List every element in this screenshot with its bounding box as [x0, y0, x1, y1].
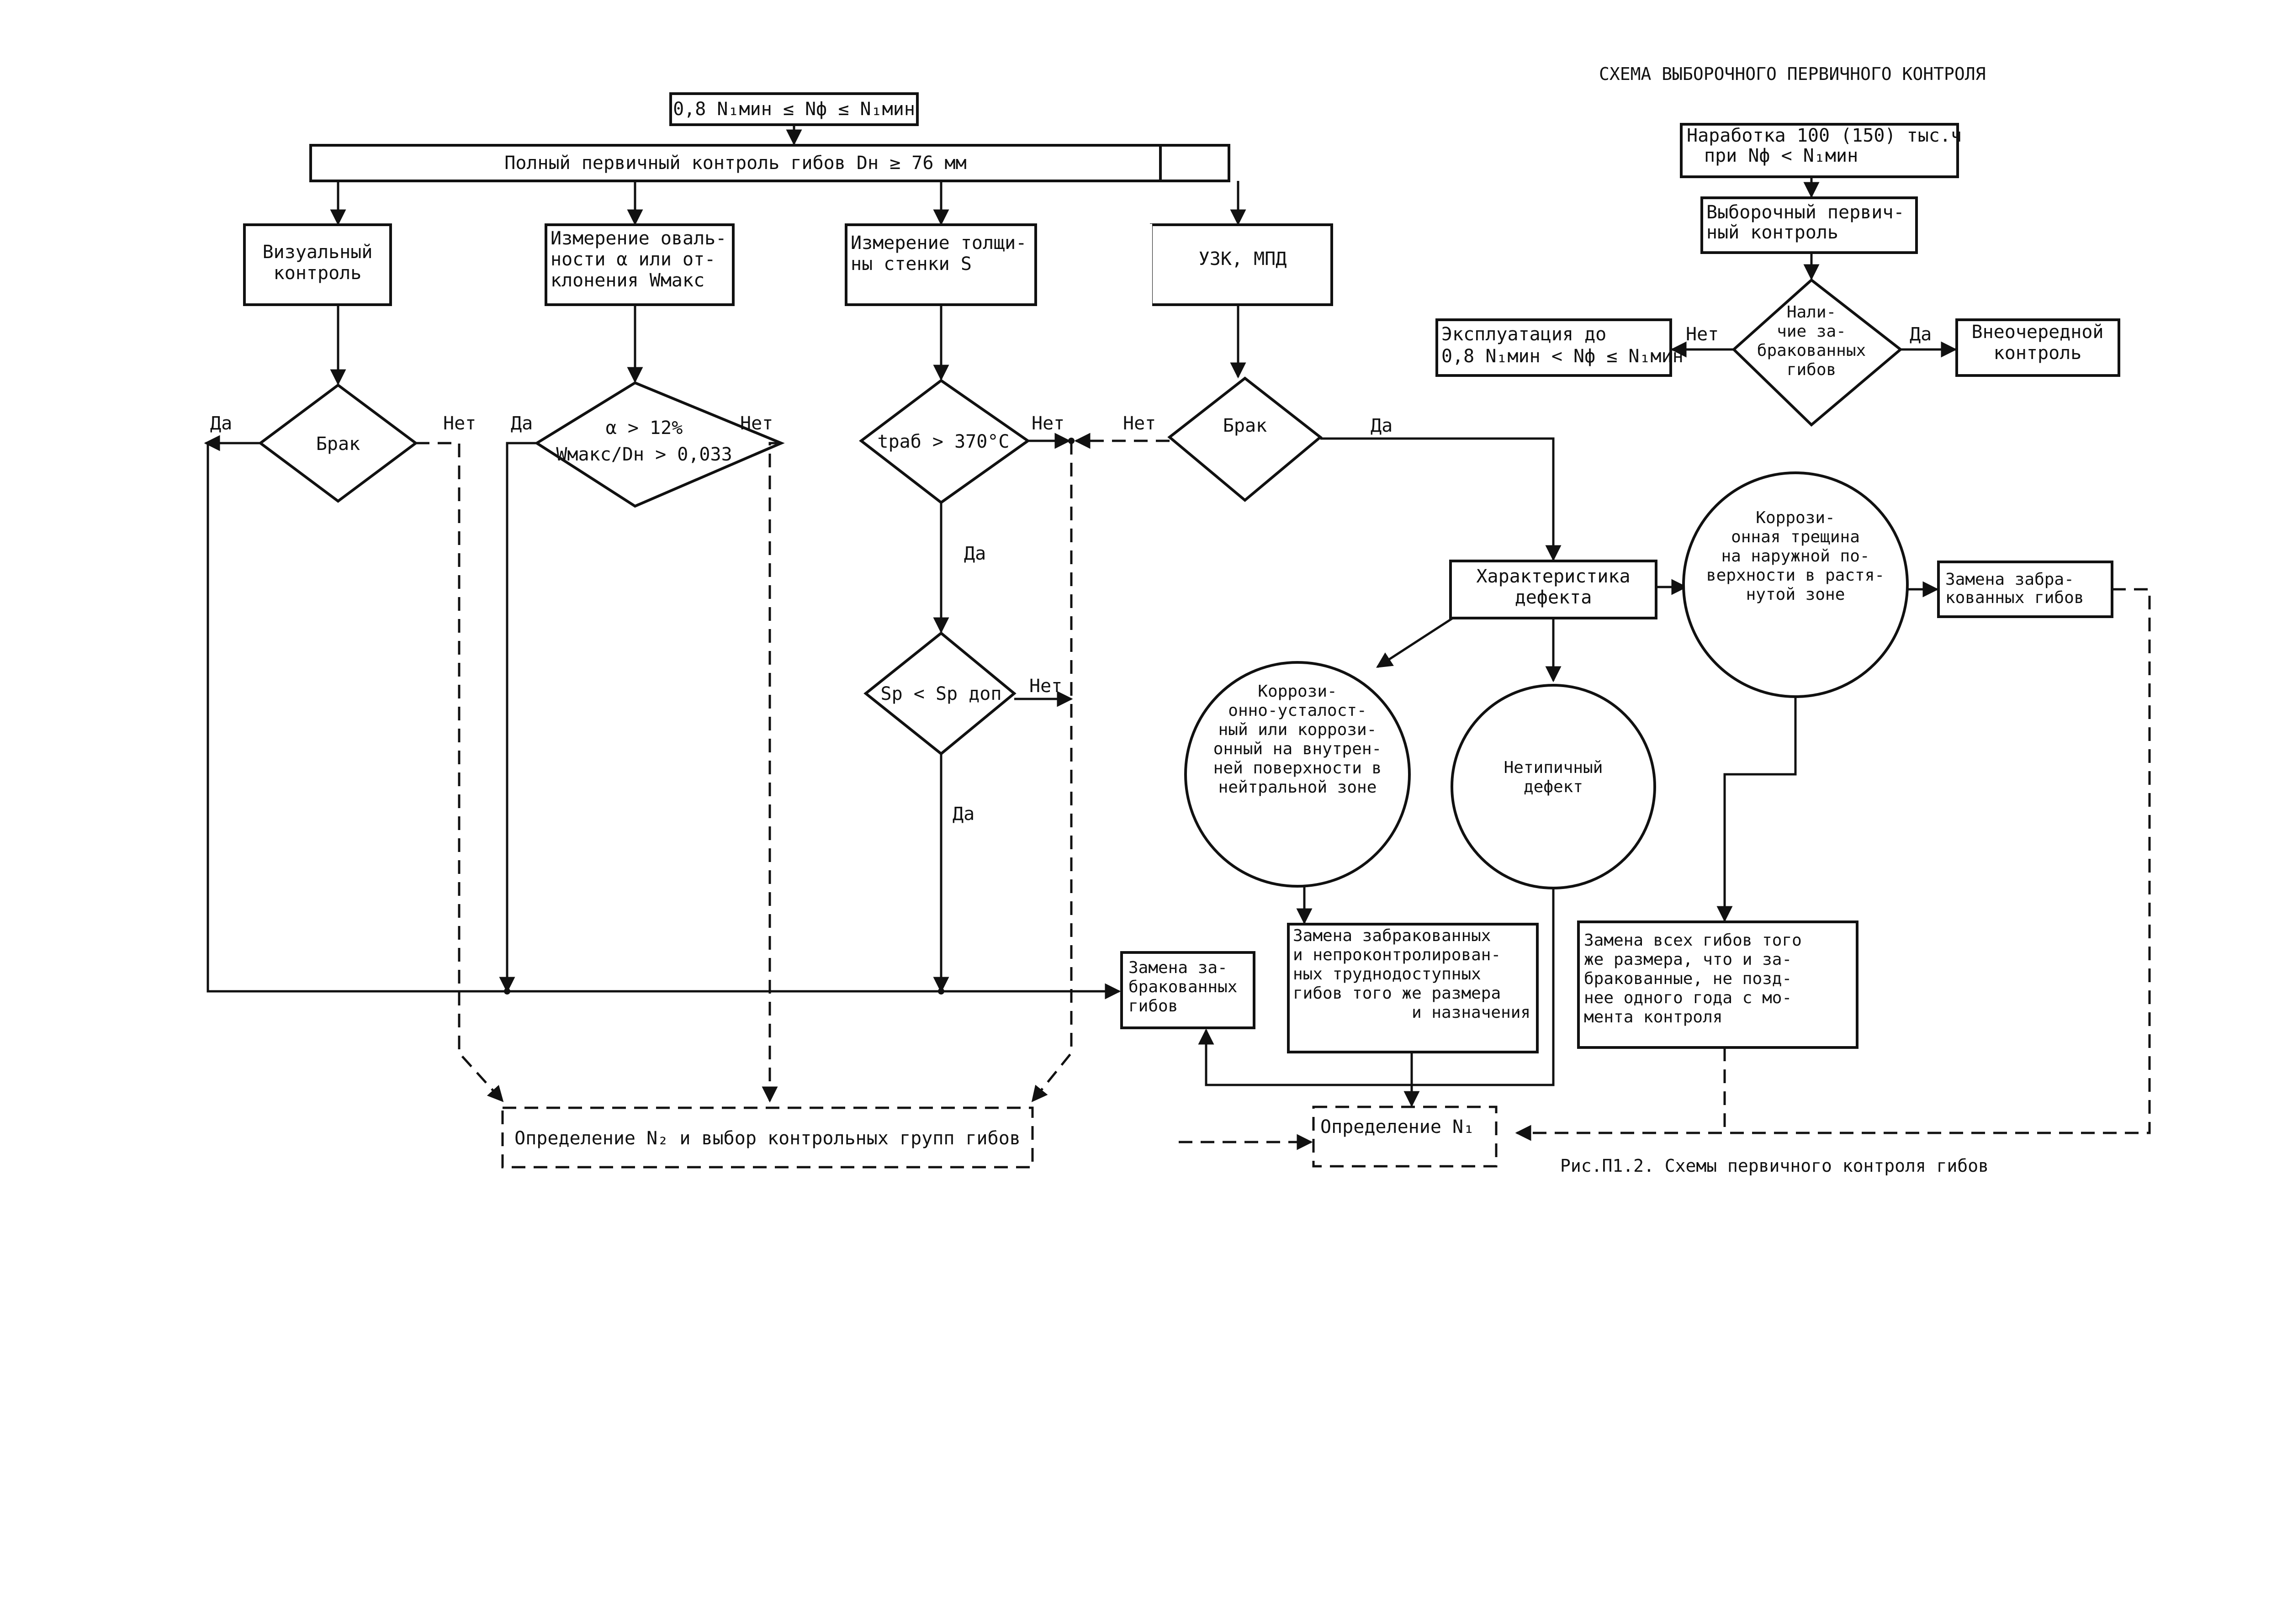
no-label: Нет: [1029, 676, 1062, 697]
no-label: Нет: [740, 413, 773, 434]
ovality-decision: [534, 381, 785, 508]
defect-decision-1: [258, 383, 418, 503]
full-control-text: Полный первичный контроль гибов Dн ≥ 76 …: [504, 153, 966, 174]
defect-decision-2: [1167, 376, 1323, 502]
replace-all-box: [1577, 920, 1858, 1049]
selective-control-box: [1700, 196, 1918, 254]
defect-characteristic-box: [1449, 560, 1657, 619]
ovality-text: Измерение оваль-ности α или от-клонения …: [551, 228, 726, 291]
thickness-text: Измерение толщи-ны стенки S: [851, 233, 1027, 275]
yes-label: Да: [1910, 324, 1932, 345]
rejected-presence-decision: [1731, 278, 1903, 427]
determine-n1-box: [1312, 1106, 1498, 1168]
determine-n2-text: Определение N₂ и выбор контрольных групп…: [514, 1128, 1021, 1149]
corrosion-fatigue-text: Коррози-онно-усталост-ный или коррози-он…: [1213, 682, 1382, 797]
determine-n1-text: Определение N₁: [1320, 1116, 1474, 1137]
scheme-title: СХЕМА ВЫБОРОЧНОГО ПЕРВИЧНОГО КОНТРОЛЯ: [1599, 64, 1985, 84]
yes-label: Да: [210, 413, 232, 434]
defect-decision-2-text: Брак: [1223, 415, 1267, 436]
ovality-box: [545, 223, 735, 306]
full-control-box: [309, 144, 1162, 182]
determine-n2-box: [501, 1106, 1034, 1169]
no-label: Нет: [1032, 413, 1064, 434]
exploit-box: [1435, 318, 1672, 377]
corrosion-fatigue-circle: [1184, 661, 1411, 888]
defect-decision-1-text: Брак: [316, 434, 360, 455]
replace-crack-text: Замена забра-кованных гибов: [1945, 570, 2084, 607]
thickness-decision-text: Sр < Sр доп: [881, 683, 1002, 704]
temperature-decision-text: tраб > 370°C: [878, 431, 1010, 452]
replace-rejected-box: [1120, 951, 1255, 1029]
yes-label: Да: [964, 543, 986, 564]
thickness-box: [845, 223, 1037, 306]
no-label: Нет: [1123, 413, 1156, 434]
uzk-text: УЗК, МПД: [1199, 249, 1287, 270]
uzk-box: [1150, 223, 1333, 306]
no-label: Нет: [443, 413, 476, 434]
operation-hours-box: [1680, 123, 1959, 178]
figure-caption: Рис.П1.2. Схемы первичного контроля гибо…: [1560, 1156, 1989, 1176]
yes-label: Да: [1371, 415, 1392, 436]
selective-control-text: Выборочный первич-ный контроль: [1706, 202, 1904, 243]
replace-hard-box: [1287, 923, 1539, 1053]
extraordinary-control-box: [1955, 318, 2120, 377]
corrosion-crack-circle: [1682, 471, 1909, 698]
yes-label: Да: [511, 413, 533, 434]
ovality-decision-text: α > 12%Wмакс/Dн > 0,033: [556, 418, 732, 465]
visual-control-box: [243, 223, 392, 306]
no-label: Нет: [1686, 324, 1719, 345]
yes-label: Да: [953, 804, 974, 825]
condition-text: 0,8 N₁мин ≤ Nф ≤ N₁мин: [673, 99, 915, 120]
